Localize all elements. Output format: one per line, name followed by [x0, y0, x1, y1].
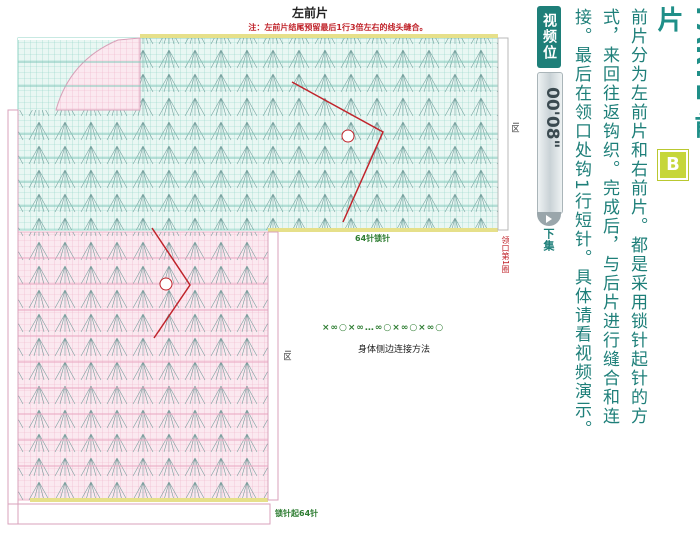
crochet-chart — [7, 34, 509, 525]
join-symbols: ×∞○×∞…∞○×∞○×∞○ — [322, 323, 445, 333]
bottom-chain-label: 锁针起64针 — [275, 509, 319, 518]
zone-label-upper: I区 — [511, 122, 520, 133]
body-text-col-3: 接。最后在领口处钩1行短针。具体请看视频演示。 — [571, 8, 591, 439]
body-text-col-2: 式，来回往返钩织。完成后，与后片进行缝合和连 — [599, 8, 619, 426]
play-icon[interactable] — [537, 212, 561, 226]
direction-arrow-upper — [291, 81, 384, 223]
section-badge: B — [658, 150, 688, 180]
next-episode-label: 下集 — [542, 228, 555, 252]
neck-row-label: 领口第1圈 — [501, 236, 510, 274]
video-time-text: 00'08" — [542, 87, 562, 149]
zone-label-lower: I区 — [283, 350, 292, 361]
video-timestamp[interactable]: 00'08" — [537, 72, 563, 214]
join-method-label: 身体侧边连接方法 — [358, 345, 431, 355]
part-title: PART2 前片 — [653, 6, 700, 140]
body-text-col-1: 前片分为左前片和右前片。都是采用锁针起针的方 — [627, 8, 647, 426]
video-position-label: 视频位置 — [517, 6, 561, 68]
chart-title: 左前片 — [291, 6, 328, 20]
direction-arrow-lower — [151, 227, 191, 339]
top-chain-label: 64针锁针 — [355, 234, 391, 243]
chart-note: 注：左前片结尾预留最后1行3倍左右的线头缝合。 — [248, 23, 428, 32]
